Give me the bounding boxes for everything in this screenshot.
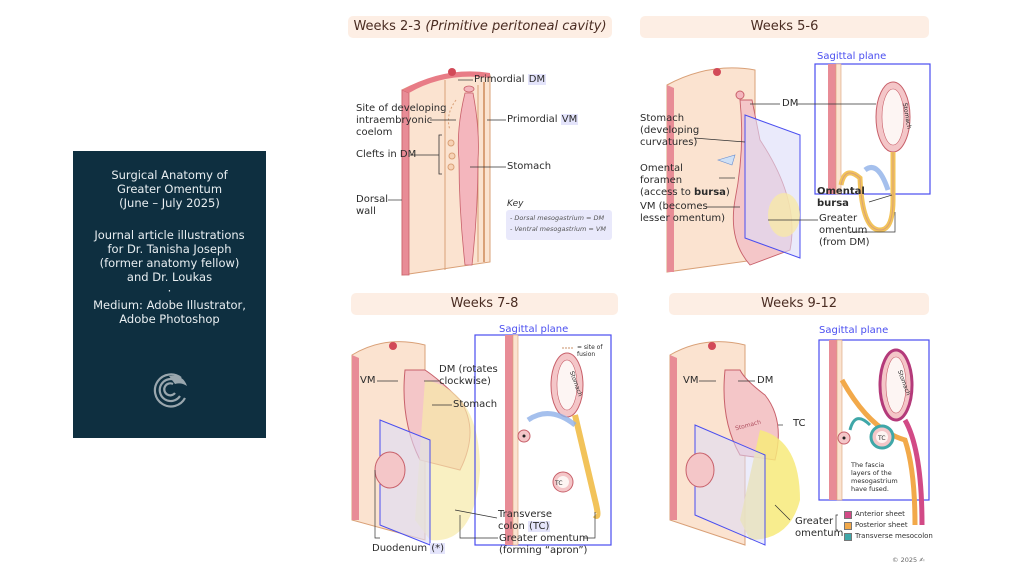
panel-title-text: Weeks 2-3 — [353, 19, 422, 34]
desc-line: (former anatomy fellow) — [99, 256, 240, 270]
desc-line: and Dr. Loukas — [126, 270, 213, 284]
title-line: (June – July 2025) — [119, 196, 220, 210]
panel-title-weeks-7-8: Weeks 7-8 — [351, 293, 618, 315]
weeks-9-12-illustration — [669, 339, 930, 546]
panel-title-weeks-2-3: Weeks 2-3 (Primitive peritoneal cavity) — [348, 16, 612, 38]
label-stomach: Stomach — [507, 161, 552, 172]
legend-item-posterior-sheet: Posterior sheet — [844, 520, 933, 531]
copyright: © 2025 ✍ — [892, 556, 925, 564]
desc-line: for Dr. Tanisha Joseph — [107, 242, 232, 256]
panel-title-weeks-9-12: Weeks 9-12 — [669, 293, 929, 315]
legend-swatch — [844, 521, 852, 530]
label-duodenum: Duodenum (*) — [372, 543, 446, 554]
label-vm: VM — [360, 375, 376, 386]
title-line: Surgical Anatomy of — [111, 168, 228, 182]
title-line: Greater Omentum — [116, 182, 223, 196]
desc-line: Medium: Adobe Illustrator, — [93, 298, 246, 312]
label-vm: VM — [683, 375, 699, 386]
key-box: - Dorsal mesogastrium = DM - Ventral mes… — [506, 210, 612, 240]
info-card-description: Journal article illustrations for Dr. Ta… — [73, 228, 266, 326]
desc-line: · — [167, 284, 172, 298]
key-item: - Dorsal mesogastrium = DM — [510, 214, 605, 222]
desc-line: Journal article illustrations — [94, 228, 245, 242]
legend-item-transverse-mesocolon: Transverse mesocolon — [844, 531, 933, 542]
label-greater-omentum-apron: Greater omentum(forming “apron”) — [499, 533, 589, 556]
weeks-2-3-illustration — [388, 68, 506, 276]
legend-swatch — [844, 532, 852, 541]
info-card-title: Surgical Anatomy of Greater Omentum (Jun… — [73, 168, 266, 210]
key-title: Key — [507, 199, 524, 209]
weeks-5-6-illustration — [666, 63, 931, 273]
signature-icon: ✍ — [919, 556, 925, 564]
panel-title-text: Weeks 9-12 — [760, 296, 838, 311]
c-swirl-logo-icon — [153, 373, 187, 408]
label-tc: TC — [793, 418, 806, 429]
panel-title-text: Weeks 7-8 — [450, 296, 519, 311]
sagittal-plane-label: Sagittal plane — [819, 325, 889, 336]
legend-item-anterior-sheet: Anterior sheet — [844, 509, 933, 520]
label-primordial-vm: Primordial VM — [507, 114, 579, 125]
legend-swatch — [844, 510, 852, 519]
panel-title-weeks-5-6: Weeks 5-6 — [640, 16, 929, 38]
key-item: - Ventral mesogastrium = VM — [510, 225, 606, 233]
sagittal-plane-label: Sagittal plane — [499, 324, 569, 335]
label-dm: DM — [782, 98, 799, 109]
label-tc-inner: TC — [555, 480, 563, 487]
panel-title-text: Weeks 5-6 — [750, 19, 819, 34]
panel-subtitle-text: (Primitive peritoneal cavity) — [425, 19, 607, 34]
info-card: Surgical Anatomy of Greater Omentum (Jun… — [73, 151, 266, 438]
legend: Anterior sheet Posterior sheet Transvers… — [844, 509, 933, 542]
label-clefts: Clefts in DM — [356, 149, 417, 160]
weeks-7-8-illustration — [351, 334, 612, 546]
label-primordial-dm: Primordial DM — [474, 74, 547, 85]
label-stomach: Stomach — [453, 399, 498, 410]
desc-line: Adobe Photoshop — [119, 312, 220, 326]
label-dm: DM — [757, 375, 774, 386]
label-tc-inner: TC — [878, 435, 886, 442]
sagittal-plane-label: Sagittal plane — [817, 51, 887, 62]
